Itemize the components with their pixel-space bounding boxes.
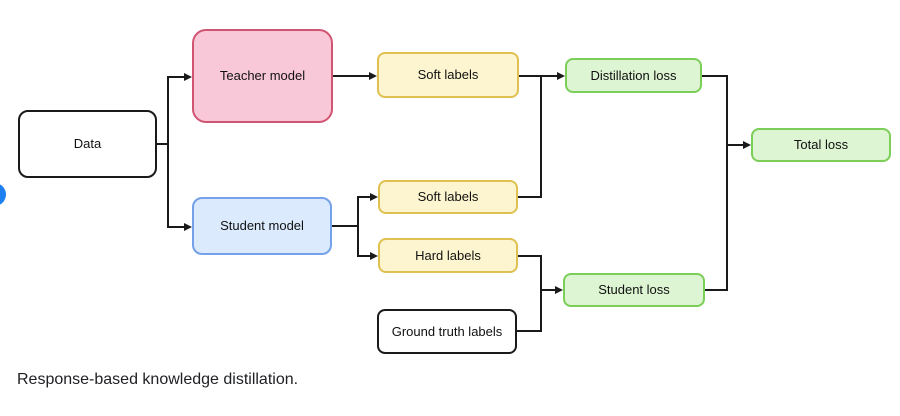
edge-data-teacher: [157, 73, 192, 145]
node-student-loss: Student loss: [563, 273, 705, 307]
figure-caption: Response-based knowledge distillation.: [17, 371, 299, 388]
node-ground-truth-labels: Ground truth labels: [377, 309, 517, 354]
edge-softlabels2-join: [518, 76, 542, 198]
node-student-model: Student model: [192, 197, 332, 255]
blue-marker-icon[interactable]: [0, 183, 6, 206]
node-soft-labels-student: Soft labels: [378, 180, 518, 214]
node-hard-labels: Hard labels: [378, 238, 518, 273]
node-teacher-model: Teacher model: [192, 29, 333, 123]
edge-data-student: [167, 144, 192, 231]
edge-hardlabels-studentloss: [518, 255, 563, 294]
edge-student-hardlabels: [357, 226, 378, 260]
node-distillation-loss: Distillation loss: [565, 58, 702, 93]
edge-studentloss-join: [705, 145, 728, 291]
edge-distloss-totalloss: [702, 75, 751, 149]
edge-student-softlabels: [332, 193, 378, 227]
node-soft-labels-teacher: Soft labels: [377, 52, 519, 98]
node-total-loss: Total loss: [751, 128, 891, 162]
node-data: Data: [18, 110, 157, 178]
edge-groundtruth-join: [517, 290, 542, 332]
